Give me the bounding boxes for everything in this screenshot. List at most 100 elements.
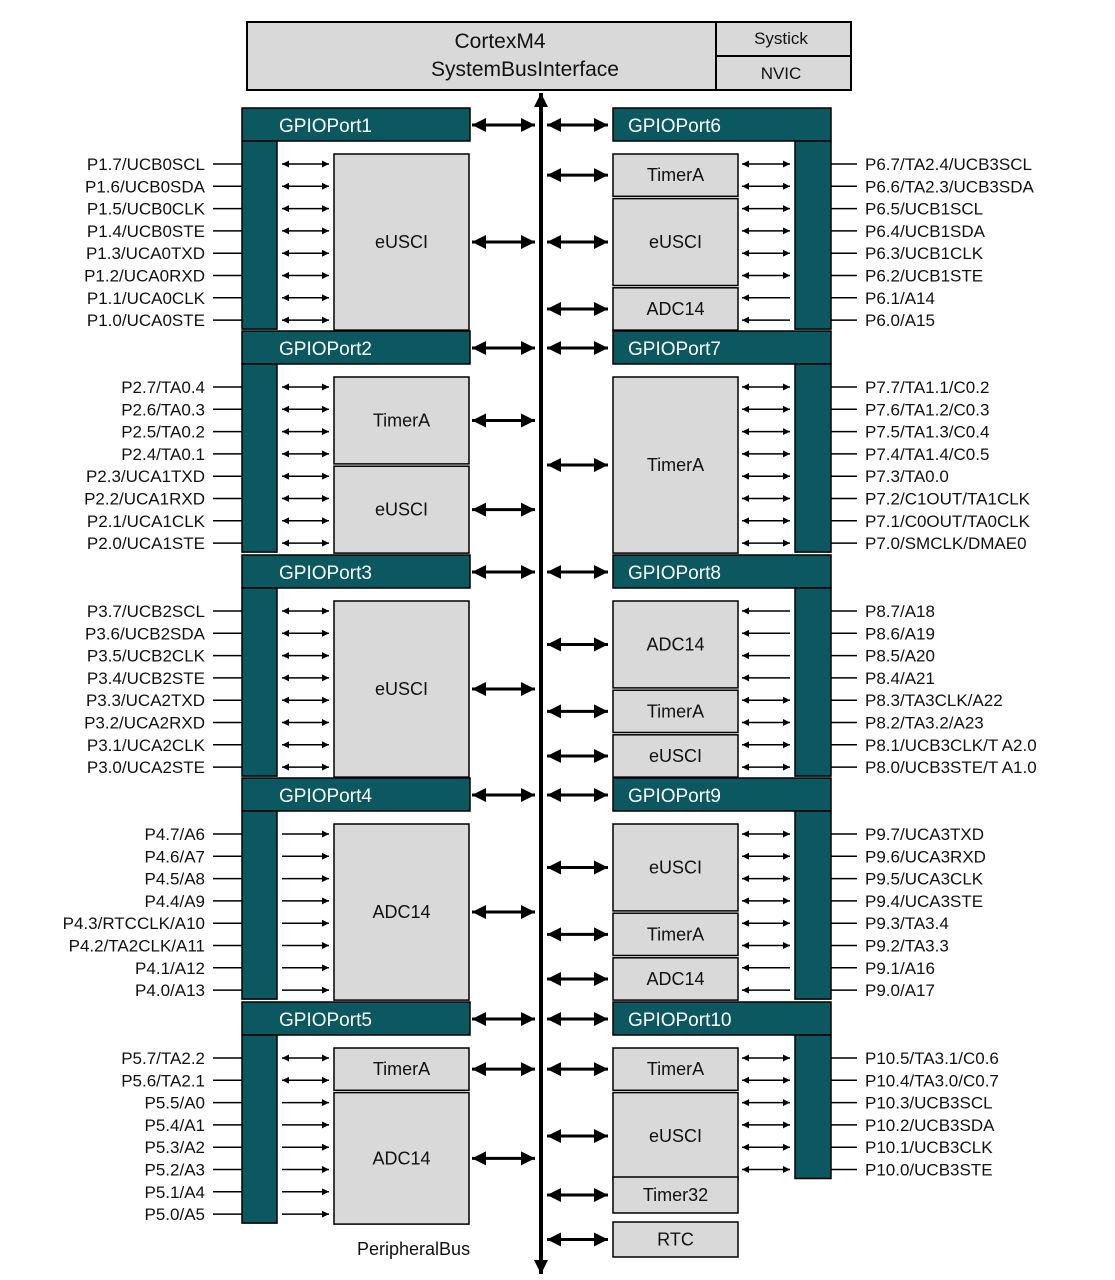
peripheral-timera: TimerA — [333, 376, 535, 465]
pin-label: P1.6/UCB0SDA — [85, 177, 206, 196]
pin: P1.3/UCA0TXD — [86, 244, 329, 263]
port-header — [241, 330, 471, 365]
pin-label: P2.7/TA0.4 — [121, 378, 205, 397]
pin-label: P6.2/UCB1STE — [865, 267, 983, 286]
pin: P4.0/A13 — [135, 981, 329, 1000]
port-title: GPIOPort5 — [279, 1010, 372, 1031]
pin: P5.7/TA2.2 — [121, 1049, 329, 1068]
pin: P4.1/A12 — [135, 959, 329, 978]
gpio-port-p7: GPIOPort7P7.7/TA1.1/C0.2P7.6/TA1.2/C0.3P… — [547, 330, 1031, 554]
pin: P1.4/UCB0STE — [87, 222, 329, 241]
pin-label: P4.2/TA2CLK/A11 — [69, 937, 205, 956]
nvic-label: NVIC — [761, 64, 802, 83]
peripheral-box — [612, 600, 739, 689]
pin-label: P6.7/TA2.4/UCB3SCL — [865, 155, 1032, 174]
peripheral-label: ADC14 — [372, 902, 430, 922]
pin: P2.4/TA0.1 — [121, 445, 329, 464]
pin: P6.2/UCB1STE — [742, 267, 983, 286]
peripheral-bus-label: PeripheralBus — [357, 1239, 470, 1259]
peripheral-timera: TimerA — [547, 153, 739, 198]
pin-label: P3.7/UCB2SCL — [87, 602, 205, 621]
peripheral-box — [333, 153, 470, 331]
port-title: GPIOPort8 — [628, 563, 721, 584]
pin: P6.5/UCB1SCL — [742, 200, 983, 219]
pin: P7.1/C0OUT/TA0CLK — [742, 512, 1031, 531]
pin: P3.5/UCB2CLK — [87, 647, 329, 666]
gpio-port-p3: GPIOPort3P3.7/UCB2SCLP3.6/UCB2SDAP3.5/UC… — [84, 554, 535, 778]
port-header — [612, 107, 832, 142]
pin-label: P1.5/UCB0CLK — [87, 200, 206, 219]
pin-label: P5.5/A0 — [145, 1094, 206, 1113]
pin: P7.0/SMCLK/DMAE0 — [742, 534, 1027, 553]
pin-label: P8.2/TA3.2/A23 — [865, 714, 984, 733]
port-header — [241, 554, 471, 589]
peripheral-box — [612, 689, 739, 734]
peripheral-label: TimerA — [647, 924, 704, 944]
pin: P3.7/UCB2SCL — [87, 602, 329, 621]
gpio-port-p4: GPIOPort4P4.7/A6P4.6/A7P4.5/A8P4.4/A9P4.… — [63, 777, 535, 1001]
peripheral-label: ADC14 — [646, 634, 704, 654]
pin: P10.0/UCB3STE — [742, 1161, 993, 1180]
peripheral-eusci: eUSCI — [547, 197, 739, 287]
pin: P8.7/A18 — [742, 602, 935, 621]
pin: P4.4/A9 — [145, 892, 329, 911]
pin-label: P5.0/A5 — [145, 1205, 206, 1224]
peripheral-label: eUSCI — [649, 857, 702, 877]
peripheral-eusci: eUSCI — [547, 734, 739, 778]
pin-label: P3.0/UCA2STE — [87, 758, 205, 777]
pin-label: P3.3/UCA2TXD — [86, 691, 205, 710]
peripheral-eusci: eUSCI — [333, 465, 535, 554]
peripheral-label: TimerA — [647, 1059, 704, 1079]
peripheral-label: eUSCI — [649, 1126, 702, 1146]
pin: P1.6/UCB0SDA — [85, 177, 329, 196]
pin: P2.6/TA0.3 — [121, 400, 329, 419]
pin: P5.2/A3 — [145, 1161, 329, 1180]
peripheral-adc14: ADC14 — [333, 1091, 535, 1225]
peripheral-box — [612, 1176, 739, 1214]
peripheral-box — [333, 600, 470, 778]
pin-label: P4.0/A13 — [135, 981, 205, 1000]
port-header — [612, 554, 832, 589]
port-column — [794, 587, 832, 777]
port-column — [241, 140, 278, 330]
peripheral-box — [612, 823, 739, 912]
pin-label: P1.0/UCA0STE — [87, 311, 205, 330]
pin-label: P5.7/TA2.2 — [121, 1049, 205, 1068]
pin: P4.3/RTCCLK/A10 — [63, 914, 329, 933]
pin-label: P5.1/A4 — [145, 1183, 206, 1202]
peripheral-box — [333, 823, 470, 1001]
peripheral-timera: TimerA — [547, 376, 739, 554]
pin-label: P8.6/A19 — [865, 624, 935, 643]
pin: P5.3/A2 — [145, 1138, 329, 1157]
port-column — [794, 1034, 832, 1180]
pin: P9.1/A16 — [742, 959, 935, 978]
pin: P2.5/TA0.2 — [121, 423, 329, 442]
pin-label: P1.4/UCB0STE — [87, 222, 205, 241]
pin: P6.7/TA2.4/UCB3SCL — [742, 155, 1032, 174]
pin-label: P7.7/TA1.1/C0.2 — [865, 378, 989, 397]
pin: P10.1/UCB3CLK — [742, 1138, 993, 1157]
port-title: GPIOPort4 — [279, 786, 372, 807]
pin-label: P1.7/UCB0SCL — [87, 155, 205, 174]
port-header — [612, 330, 832, 365]
port-column — [794, 363, 832, 553]
peripheral-label: TimerA — [373, 1059, 430, 1079]
peripheral-label: TimerA — [647, 701, 704, 721]
peripheral-adc14: ADC14 — [547, 600, 739, 689]
pin-label: P8.0/UCB3STE/T A1.0 — [865, 758, 1037, 777]
pin: P1.7/UCB0SCL — [87, 155, 329, 174]
peripheral-timer32: Timer32 — [547, 1176, 739, 1214]
gpio-port-p6: GPIOPort6P6.7/TA2.4/UCB3SCLP6.6/TA2.3/UC… — [547, 107, 1034, 331]
pin: P10.2/UCB3SDA — [742, 1116, 995, 1135]
cpu-label: CortexM4 — [454, 30, 545, 53]
gpio-port-p1: GPIOPort1P1.7/UCB0SCLP1.6/UCB0SDAP1.5/UC… — [84, 107, 535, 331]
pin-label: P10.1/UCB3CLK — [865, 1138, 993, 1157]
pin: P9.5/UCA3CLK — [742, 870, 984, 889]
pin-label: P6.4/UCB1SDA — [865, 222, 986, 241]
peripheral-box — [612, 912, 739, 957]
pin-label: P8.1/UCB3CLK/T A2.0 — [865, 736, 1037, 755]
pin-label: P9.7/UCA3TXD — [865, 825, 984, 844]
pin-label: P4.5/A8 — [145, 870, 206, 889]
pin-label: P7.3/TA0.0 — [865, 467, 949, 486]
port-title: GPIOPort7 — [628, 339, 721, 360]
